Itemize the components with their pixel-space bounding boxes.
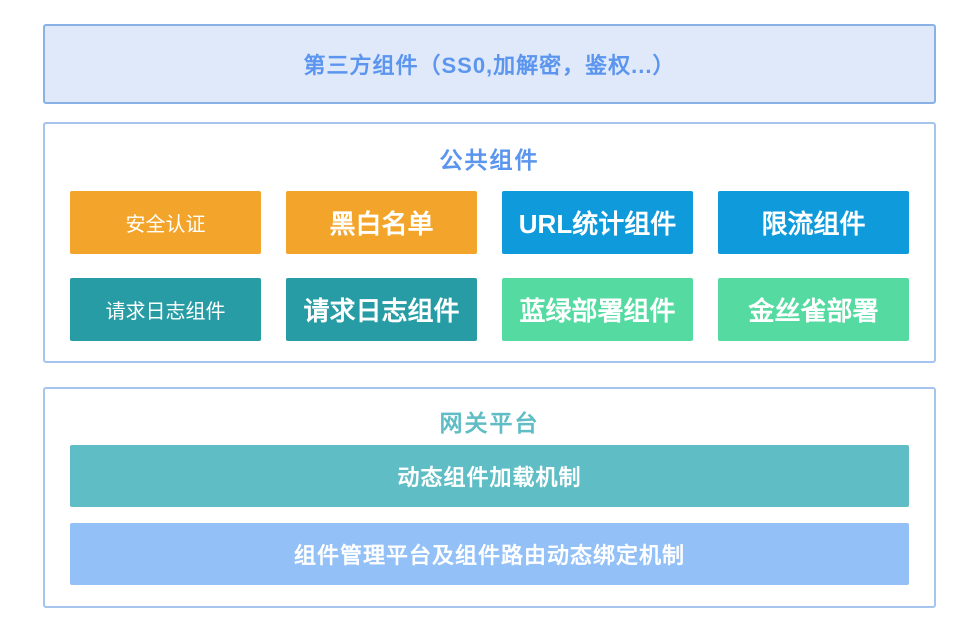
component-box-canary-deploy: 金丝雀部署 — [718, 278, 909, 341]
bar-dynamic-component-loading: 动态组件加载机制 — [70, 445, 909, 507]
third-party-components-label: 第三方组件（SS0,加解密，鉴权...） — [303, 53, 676, 78]
component-box-request-log-1: 请求日志组件 — [70, 278, 261, 341]
common-components-grid: 安全认证 黑白名单 URL统计组件 限流组件 请求日志组件 请求日志组件 蓝绿部… — [70, 191, 909, 341]
third-party-components-box: 第三方组件（SS0,加解密，鉴权...） — [43, 24, 936, 104]
component-box-url-stats: URL统计组件 — [502, 191, 693, 254]
component-box-blue-green-deploy: 蓝绿部署组件 — [502, 278, 693, 341]
common-components-panel: 公共组件 安全认证 黑白名单 URL统计组件 限流组件 请求日志组件 请求日志组… — [43, 122, 936, 363]
gateway-platform-title: 网关平台 — [439, 410, 540, 436]
component-box-blacklist-whitelist: 黑白名单 — [286, 191, 477, 254]
gateway-platform-panel: 网关平台 动态组件加载机制 组件管理平台及组件路由动态绑定机制 — [43, 387, 936, 608]
bar-component-management-binding: 组件管理平台及组件路由动态绑定机制 — [70, 523, 909, 585]
component-box-security-auth: 安全认证 — [70, 191, 261, 254]
common-components-title: 公共组件 — [439, 147, 540, 173]
component-box-rate-limit: 限流组件 — [718, 191, 909, 254]
component-box-request-log-2: 请求日志组件 — [286, 278, 477, 341]
